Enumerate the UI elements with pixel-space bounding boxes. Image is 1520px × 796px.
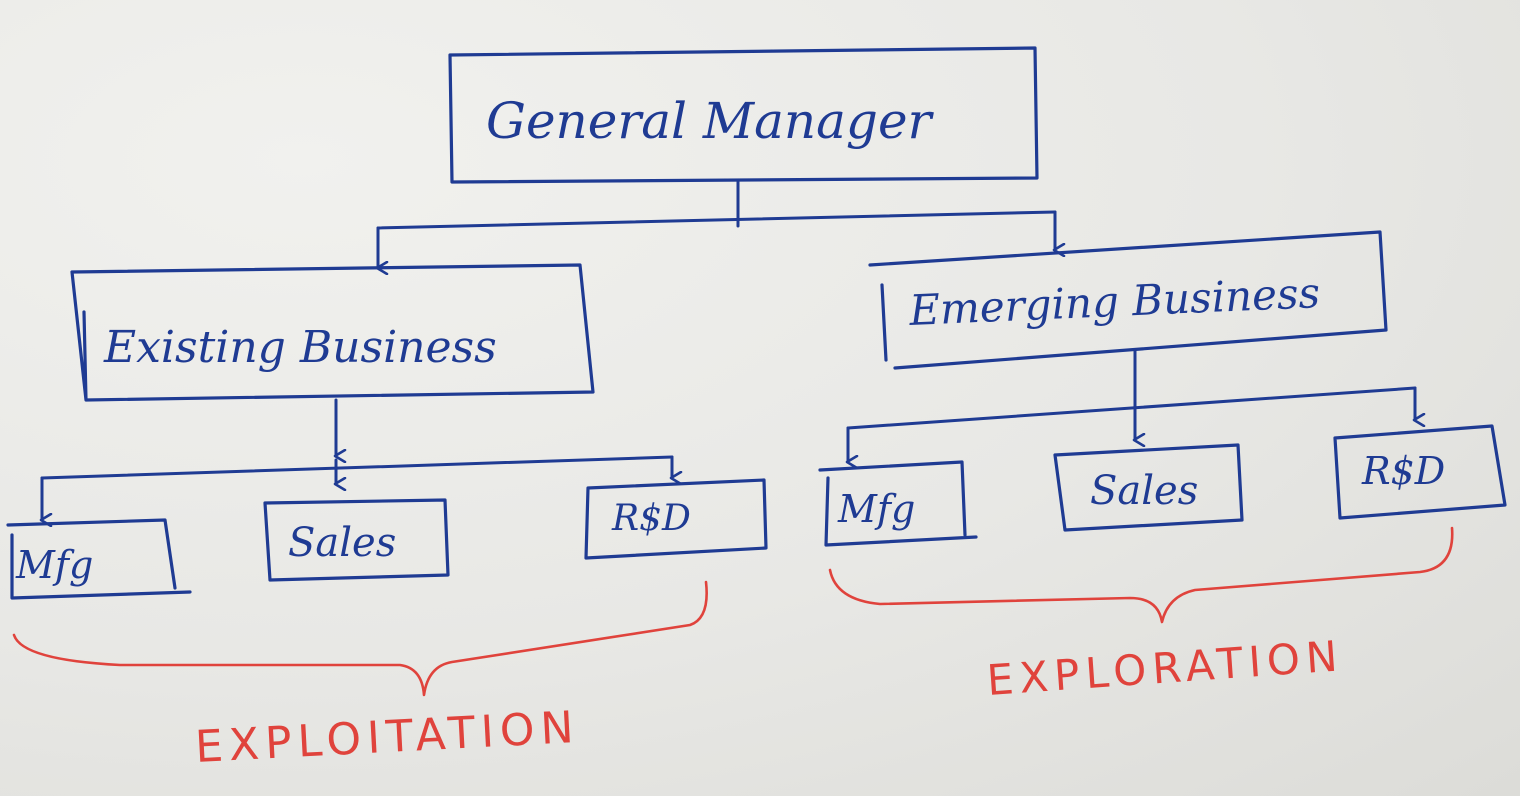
exploration-label: EXPLORATION: [985, 631, 1345, 705]
node-existing-mfg: Mfg: [6, 518, 192, 600]
node-existing-sales: Sales: [263, 498, 450, 582]
emerging-mfg-box: [818, 460, 978, 547]
emerging-sales-label: Sales: [1090, 468, 1198, 514]
node-emerging-rd: R$D: [1333, 424, 1507, 520]
exploitation-label: EXPLOITATION: [194, 702, 581, 773]
existing-mfg-box: [6, 518, 192, 600]
existing-rd-label: R$D: [611, 498, 691, 539]
general-manager-box: [448, 46, 1039, 184]
existing-business-label: Existing Business: [103, 322, 497, 373]
node-existing-rd: R$D: [584, 478, 768, 560]
node-existing-business: Existing Business: [70, 263, 595, 402]
brace-exploitation: [12, 580, 708, 697]
node-emerging-business: Emerging Business: [868, 230, 1388, 370]
existing-mfg-label: Mfg: [15, 543, 93, 587]
emerging-rd-box: [1333, 424, 1507, 520]
connector-emerging: [848, 348, 1415, 462]
emerging-business-label: Emerging Business: [907, 268, 1321, 335]
emerging-mfg-label: Mfg: [837, 487, 915, 531]
node-emerging-mfg: Mfg: [818, 460, 978, 547]
connector-existing: [42, 398, 672, 520]
existing-rd-box: [584, 478, 768, 560]
emerging-sales-box: [1053, 443, 1244, 532]
general-manager-label: General Manager: [486, 92, 935, 150]
node-general-manager: General Manager: [448, 46, 1039, 184]
emerging-rd-label: R$D: [1361, 449, 1445, 493]
emerging-business-box: [868, 230, 1388, 370]
connector-root: [378, 180, 1055, 268]
existing-sales-label: Sales: [288, 520, 396, 566]
existing-sales-box: [263, 498, 450, 582]
brace-exploration: [828, 526, 1454, 624]
existing-business-box: [70, 263, 595, 402]
node-emerging-sales: Sales: [1053, 443, 1244, 532]
